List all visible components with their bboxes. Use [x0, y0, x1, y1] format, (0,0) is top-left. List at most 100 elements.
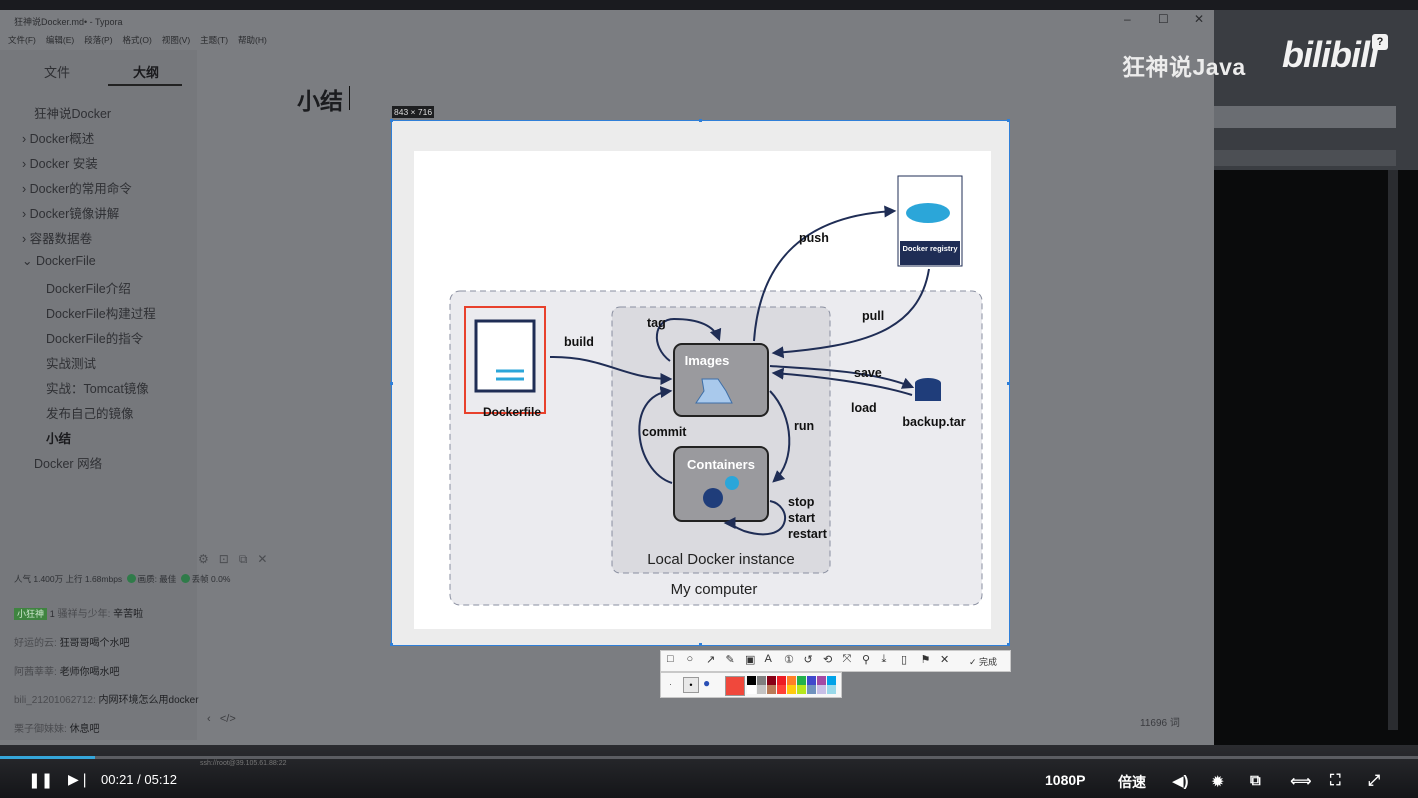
pin-icon[interactable]: ⚲ — [862, 654, 871, 666]
outline-item[interactable]: › Docker镜像讲解 — [22, 207, 120, 221]
arrow-icon[interactable]: ↗ — [706, 654, 716, 666]
close-button[interactable]: ✕ — [1194, 12, 1205, 26]
fullscreen-icon[interactable]: ⤢ — [1368, 772, 1381, 789]
outline-item[interactable]: › Docker的常用命令 — [22, 182, 132, 196]
menu-file[interactable]: 文件(F) — [8, 35, 36, 45]
terminal-tab-bar[interactable] — [1214, 150, 1396, 166]
word-count[interactable]: 11696 词 — [1140, 718, 1180, 729]
scan-icon[interactable]: ⤧ — [842, 653, 852, 665]
chat-message: 阿茜莘莘: 老师你喝水吧 — [14, 663, 120, 678]
color-swatch[interactable] — [827, 676, 836, 685]
pip-icon[interactable]: ⧉ — [1250, 772, 1261, 789]
web-fullscreen-icon[interactable]: ⛶ — [1330, 772, 1341, 789]
outline-item[interactable]: DockerFile构建过程 — [46, 307, 156, 321]
color-swatch[interactable] — [797, 685, 806, 694]
outline-item[interactable]: DockerFile介绍 — [46, 282, 131, 296]
undo-icon[interactable]: ↺ — [803, 654, 813, 666]
maximize-button[interactable]: ☐ — [1158, 12, 1169, 26]
color-swatch[interactable] — [767, 676, 776, 685]
color-swatch[interactable] — [777, 685, 786, 694]
quality-button[interactable]: 1080P — [1045, 772, 1086, 788]
volume-icon[interactable]: ◀) — [1172, 773, 1189, 790]
minimize-button[interactable]: – — [1124, 12, 1131, 26]
settings-icon[interactable]: ✹ — [1211, 774, 1225, 791]
menu-theme[interactable]: 主题(T) — [200, 35, 229, 45]
copy-icon[interactable]: ▯ — [901, 654, 908, 666]
close-icon[interactable]: ✕ — [257, 552, 268, 566]
rect-icon[interactable]: □ — [667, 653, 674, 665]
outline-item[interactable]: › 容器数据卷 — [22, 232, 93, 246]
resize-handle[interactable] — [1007, 119, 1010, 122]
pen-icon[interactable]: ✎ — [725, 654, 735, 666]
menu-format[interactable]: 格式(O) — [122, 35, 152, 45]
terminal-scrollbar[interactable] — [1388, 170, 1398, 730]
menu-edit[interactable]: 编辑(E) — [45, 35, 75, 45]
color-swatch[interactable] — [787, 685, 796, 694]
outline-item[interactable]: ⌄ DockerFile — [22, 254, 96, 268]
text-icon[interactable]: A — [764, 653, 772, 665]
outline-item[interactable]: Docker 网络 — [34, 457, 103, 471]
menu-help[interactable]: 帮助(H) — [238, 35, 267, 45]
resize-handle[interactable] — [699, 119, 702, 122]
size-small-icon[interactable]: · — [669, 679, 672, 689]
size-large-icon[interactable]: ● — [703, 676, 711, 690]
help-icon[interactable]: ? — [1372, 34, 1388, 50]
selected-color-swatch[interactable] — [725, 676, 745, 696]
outline-item[interactable]: 小结 — [46, 432, 72, 446]
save-icon[interactable]: ⤓ — [881, 653, 887, 665]
menu-paragraph[interactable]: 段落(P) — [84, 35, 113, 45]
ocr-icon[interactable]: ⟲ — [823, 654, 833, 666]
source-code-icon[interactable]: </> — [219, 713, 236, 725]
number-icon[interactable]: ① — [784, 654, 794, 666]
pause-button[interactable]: ❚❚ — [28, 772, 54, 789]
color-swatch[interactable] — [797, 676, 806, 685]
finish-button[interactable]: ✓ 完成 — [969, 657, 998, 667]
progress-track[interactable] — [0, 756, 1418, 759]
resize-handle[interactable] — [1007, 382, 1010, 385]
terminal-address-bar[interactable] — [1214, 106, 1396, 128]
outline-item[interactable]: DockerFile的指令 — [46, 332, 144, 346]
color-swatch[interactable] — [817, 676, 826, 685]
color-swatch[interactable] — [827, 685, 836, 694]
color-swatch[interactable] — [747, 676, 756, 685]
resize-handle[interactable] — [1007, 643, 1010, 646]
color-palette — [747, 676, 837, 694]
current-time: 00:21 — [101, 772, 134, 787]
resize-handle[interactable] — [699, 643, 702, 646]
settings-icon[interactable]: ⚙ — [198, 552, 209, 566]
menu-view[interactable]: 视图(V) — [161, 35, 191, 45]
mosaic-icon[interactable]: ▣ — [745, 654, 756, 666]
tab-outline[interactable]: 大纲 — [133, 65, 160, 80]
color-swatch[interactable] — [747, 685, 756, 694]
outline-item[interactable]: 发布自己的镜像 — [46, 407, 134, 421]
color-swatch[interactable] — [777, 676, 786, 685]
lock-icon[interactable]: ⊡ — [218, 552, 229, 566]
outline-item[interactable]: › Docker 安装 — [22, 157, 98, 171]
color-swatch[interactable] — [787, 676, 796, 685]
size-medium-icon[interactable]: • — [683, 677, 699, 693]
speed-button[interactable]: 倍速 — [1118, 774, 1146, 790]
resize-handle[interactable] — [390, 119, 393, 122]
color-swatch[interactable] — [817, 685, 826, 694]
screenshot-selection[interactable]: My computer Local Docker instance Images… — [390, 119, 1010, 646]
color-swatch[interactable] — [757, 685, 766, 694]
color-swatch[interactable] — [807, 676, 816, 685]
resize-handle[interactable] — [390, 643, 393, 646]
outline-item[interactable]: › Docker概述 — [22, 132, 95, 146]
circle-icon[interactable]: ○ — [686, 653, 694, 665]
color-swatch[interactable] — [807, 685, 816, 694]
next-button[interactable]: ▶❘ — [68, 771, 91, 787]
bookmark-icon[interactable]: ⚑ — [920, 654, 931, 666]
tab-files[interactable]: 文件 — [44, 65, 71, 80]
outline-item[interactable]: 狂神说Docker — [34, 107, 112, 121]
resize-handle[interactable] — [390, 382, 393, 385]
popout-icon[interactable]: ⧉ — [238, 552, 248, 566]
color-swatch[interactable] — [767, 685, 776, 694]
back-icon[interactable]: ‹ — [207, 713, 211, 725]
commit-label: commit — [642, 425, 687, 439]
close-icon[interactable]: ✕ — [940, 654, 950, 666]
outline-item[interactable]: 实战：Tomcat镜像 — [46, 382, 149, 396]
outline-item[interactable]: 实战测试 — [46, 357, 97, 371]
widescreen-icon[interactable]: ⟺ — [1290, 773, 1312, 790]
color-swatch[interactable] — [757, 676, 766, 685]
